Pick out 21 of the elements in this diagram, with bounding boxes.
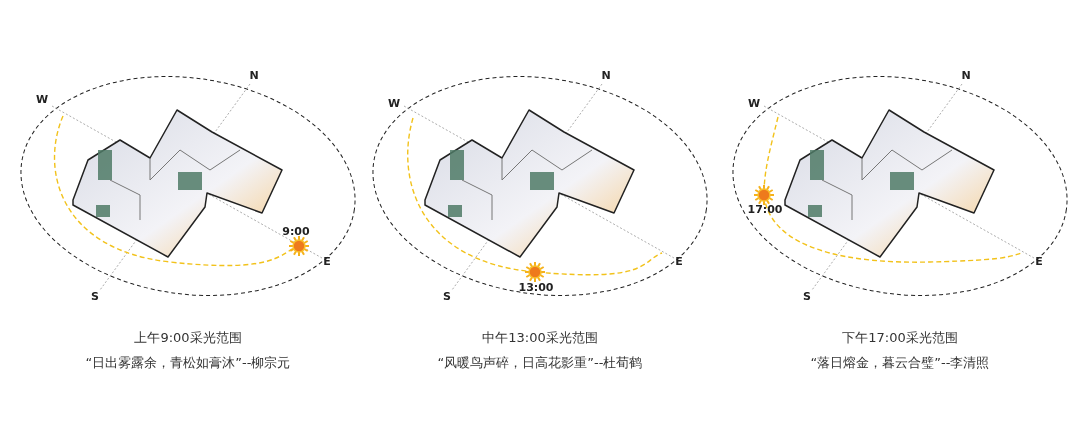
time-label: 17:00 <box>747 203 783 217</box>
poem-quote: “日出雾露余，青松如膏沐”--柳宗元 <box>85 355 291 371</box>
compass-direction-label: W <box>35 93 49 107</box>
compass-direction-label: W <box>387 97 401 111</box>
compass-direction-label: S <box>803 290 811 304</box>
time-label: 13:00 <box>518 281 554 295</box>
poem-quote: “落日熔金，暮云合璧”--李清照 <box>810 355 990 371</box>
compass-direction-label: N <box>961 69 971 83</box>
caption: 上午9:00采光范围 <box>134 330 242 346</box>
compass-direction-label: S <box>91 290 99 304</box>
compass-direction-label: E <box>1035 255 1043 269</box>
compass-direction-label: S <box>443 290 451 304</box>
compass-direction-label: W <box>747 97 761 111</box>
compass-direction-label: E <box>675 255 683 269</box>
caption: 下午17:00采光范围 <box>842 330 958 346</box>
compass-direction-label: N <box>249 69 259 83</box>
caption: 中午13:00采光范围 <box>482 330 598 346</box>
compass-direction-label: N <box>601 69 611 83</box>
compass-direction-label: E <box>323 255 331 269</box>
time-label: 9:00 <box>282 225 310 239</box>
poem-quote: “风暖鸟声碎，日高花影重”--杜荀鹤 <box>437 355 643 371</box>
